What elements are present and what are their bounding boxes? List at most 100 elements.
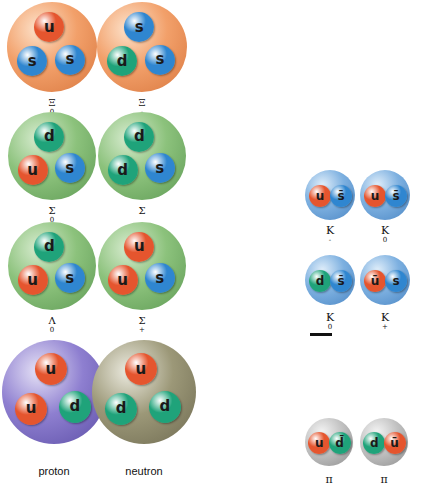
quark-letter: s	[156, 52, 165, 67]
quark-ball: u	[108, 265, 138, 295]
quark-letter: s	[65, 161, 74, 176]
quark-letter: s	[28, 54, 37, 69]
quark-letter: u	[134, 239, 145, 254]
quark-ball: u	[309, 185, 331, 207]
antiparticle-bar	[310, 333, 332, 336]
quark-letter: u	[371, 190, 380, 202]
quark-letter: d	[134, 129, 145, 144]
quark-ball: d̄	[329, 432, 351, 454]
particle-symbol: Σ	[98, 206, 186, 216]
quark-letter: u	[46, 362, 57, 377]
quark-letter: s	[66, 52, 75, 67]
quark-ball: d	[34, 122, 64, 152]
particle-symbol: Λ	[8, 316, 96, 326]
quark-ball: d	[309, 270, 331, 292]
quark-letter: s̄	[392, 190, 399, 202]
quark-letter: d	[159, 399, 170, 414]
hadron-sphere: K0ds̄	[305, 255, 355, 305]
charge-subscript: 0	[305, 324, 355, 331]
charge-subscript: 0	[8, 327, 96, 334]
particle-symbol: proton	[2, 466, 106, 477]
hadron-sphere: protonuud	[2, 340, 106, 444]
quark-letter: u	[27, 163, 38, 178]
hadron-sphere: Σ+uus	[98, 222, 186, 310]
quark-letter: u	[316, 190, 325, 202]
quark-ball: d	[124, 122, 154, 152]
quark-letter: ū	[371, 275, 380, 287]
quark-ball: d	[149, 391, 181, 423]
quark-ball: u	[15, 393, 47, 425]
quark-letter: s	[155, 271, 164, 286]
quark-ball: s	[55, 153, 85, 183]
quark-ball: s̄	[330, 270, 352, 292]
quark-letter: s	[65, 271, 74, 286]
hadron-sphere: πud̄	[305, 418, 353, 466]
hadron-sphere: K+ūs	[360, 255, 410, 305]
charge-subscript: +	[360, 324, 410, 331]
hadron-sphere: K0us̄	[360, 170, 410, 220]
quark-letter: d	[116, 401, 127, 416]
hadron-sphere: K-us̄	[305, 170, 355, 220]
quark-ball: d	[107, 46, 137, 76]
hadron-sphere: Λ0dus	[8, 222, 96, 310]
quark-ball: s	[145, 263, 175, 293]
quark-letter: u	[27, 273, 38, 288]
quark-ball: u	[308, 432, 330, 454]
quark-ball: s	[124, 12, 154, 42]
particle-symbol: K	[360, 225, 410, 236]
quark-ball: s	[55, 45, 85, 75]
quark-letter: d	[316, 275, 325, 287]
quark-ball: u	[364, 185, 386, 207]
quark-ball: u	[34, 12, 64, 42]
quark-letter: d	[117, 163, 128, 178]
hadron-sphere: neutronudd	[92, 340, 196, 444]
quark-letter: d	[370, 437, 379, 449]
particle-symbol: neutron	[92, 466, 196, 477]
quark-letter: u	[26, 401, 37, 416]
quark-letter: s̄	[337, 190, 344, 202]
quark-ball: s̄	[385, 185, 407, 207]
quark-letter: d	[69, 399, 80, 414]
quark-letter: u	[136, 362, 147, 377]
quark-ball: s	[17, 46, 47, 76]
quark-ball: s	[385, 270, 407, 292]
hadron-sphere: Σ0dus	[8, 112, 96, 200]
quark-ball: u	[18, 265, 48, 295]
particle-symbol: K	[360, 312, 410, 323]
hadron-sphere: Ξ0uss	[7, 2, 97, 92]
quark-letter: u	[117, 273, 128, 288]
particle-symbol: π	[360, 474, 408, 485]
quark-letter: s̄	[337, 275, 344, 287]
particle-symbol: K	[305, 225, 355, 236]
quark-letter: s	[155, 161, 164, 176]
particle-symbol: Σ	[98, 316, 186, 326]
charge-subscript: -	[305, 237, 355, 244]
quark-ball: ū	[384, 432, 406, 454]
particle-symbol: Σ	[8, 206, 96, 216]
particle-symbol: Ξ	[97, 98, 187, 108]
quark-ball: u	[125, 353, 157, 385]
quark-ball: d	[105, 393, 137, 425]
charge-subscript: 0	[360, 237, 410, 244]
quark-letter: u	[315, 437, 324, 449]
quark-letter: u	[44, 20, 55, 35]
quark-ball: u	[124, 232, 154, 262]
quark-letter: d̄	[335, 437, 344, 449]
quark-ball: ū	[364, 270, 386, 292]
quark-ball: s̄	[330, 185, 352, 207]
particle-symbol: Ξ	[7, 98, 97, 108]
particle-symbol: π	[305, 474, 353, 485]
quark-letter: d	[44, 239, 55, 254]
hadron-sphere: πdū	[360, 418, 408, 466]
charge-subscript: +	[98, 327, 186, 334]
quark-ball: s	[55, 263, 85, 293]
quark-letter: d	[44, 129, 55, 144]
quark-letter: s	[135, 20, 144, 35]
quark-ball: d	[34, 232, 64, 262]
particle-symbol: K	[305, 312, 355, 323]
quark-ball: s	[145, 45, 175, 75]
quark-ball: d	[108, 155, 138, 185]
quark-letter: ū	[390, 437, 399, 449]
quark-ball: d	[59, 391, 91, 423]
